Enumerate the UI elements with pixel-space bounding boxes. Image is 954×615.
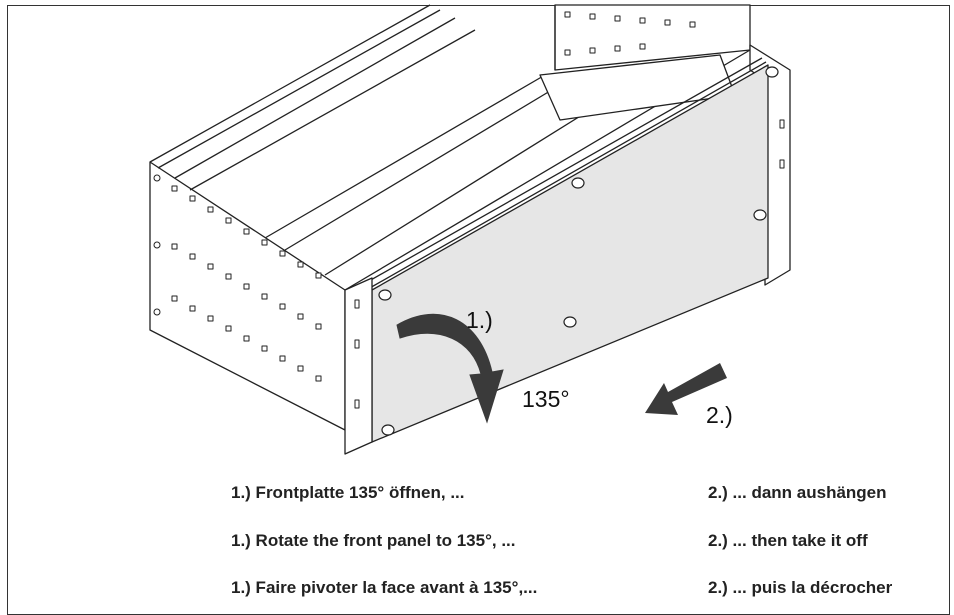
left-side-panel [149, 161, 346, 431]
top-rail-3 [174, 17, 456, 179]
callout-step1: 1.) [466, 307, 493, 333]
callout-step2: 2.) [706, 402, 733, 428]
instruction-en-step1: 1.) Rotate the front panel to 135°, ... [231, 531, 516, 550]
instruction-en-step2: 2.) ... then take it off [708, 531, 868, 550]
top-rail-front [149, 4, 431, 163]
top-rail-5 [264, 74, 546, 239]
left-front-flange [344, 277, 373, 455]
top-rail-6 [284, 84, 561, 251]
screw-top-right [765, 66, 779, 78]
instruction-fr-step2: 2.) ... puis la décrocher [708, 578, 893, 597]
rotate-arrow [396, 313, 504, 424]
screw-bottom-left [381, 424, 395, 436]
screw-top-left [378, 289, 392, 301]
pull-arrow [645, 363, 727, 415]
top-rail-2 [157, 9, 441, 169]
right-flange [749, 44, 791, 286]
top-rail-4 [189, 29, 476, 191]
instruction-de-step2: 2.) ... dann aushängen [708, 483, 887, 502]
screw-mid-center [563, 316, 577, 328]
screw-top-center [571, 177, 585, 189]
top-rail-7 [324, 109, 591, 276]
instruction-fr-step1: 1.) Faire pivoter la face avant à 135°,.… [231, 578, 538, 597]
screw-mid-right [753, 209, 767, 221]
callout-angle: 135° [522, 386, 570, 412]
instruction-de-step1: 1.) Frontplatte 135° öffnen, ... [231, 483, 465, 502]
